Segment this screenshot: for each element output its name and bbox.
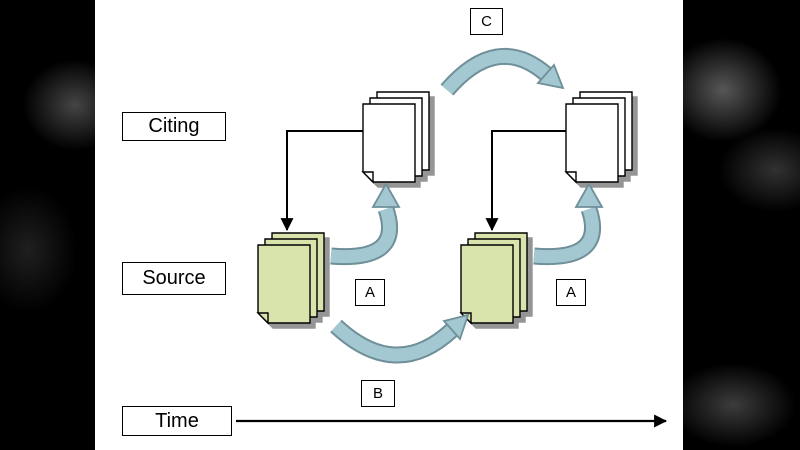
cyclic-arrow-a-left bbox=[330, 182, 401, 266]
marker-box-a-right: A bbox=[556, 279, 586, 306]
marker-box-a-left: A bbox=[355, 279, 385, 306]
documents-icon bbox=[565, 91, 633, 183]
cyclic-arrow-b-bottom bbox=[330, 313, 470, 364]
source-documents-right bbox=[460, 232, 533, 329]
documents-icon bbox=[460, 232, 528, 324]
cyclic-arrow-c-top bbox=[440, 47, 565, 96]
source-documents-left bbox=[257, 232, 330, 329]
documents-icon bbox=[362, 91, 430, 183]
marker-box-c: C bbox=[470, 8, 503, 35]
citing-documents-left bbox=[362, 91, 435, 188]
citation-arrow-left bbox=[280, 130, 363, 232]
letterbox-left bbox=[0, 0, 95, 450]
cyclic-arrow-a-right bbox=[533, 182, 604, 266]
row-label-time: Time bbox=[122, 406, 232, 436]
row-label-source: Source bbox=[122, 262, 226, 295]
row-label-citing: Citing bbox=[122, 112, 226, 141]
citation-arrow-right bbox=[485, 130, 567, 232]
letterbox-right bbox=[683, 0, 800, 450]
citing-documents-right bbox=[565, 91, 638, 188]
documents-icon bbox=[257, 232, 325, 324]
marker-box-b: B bbox=[361, 380, 395, 407]
